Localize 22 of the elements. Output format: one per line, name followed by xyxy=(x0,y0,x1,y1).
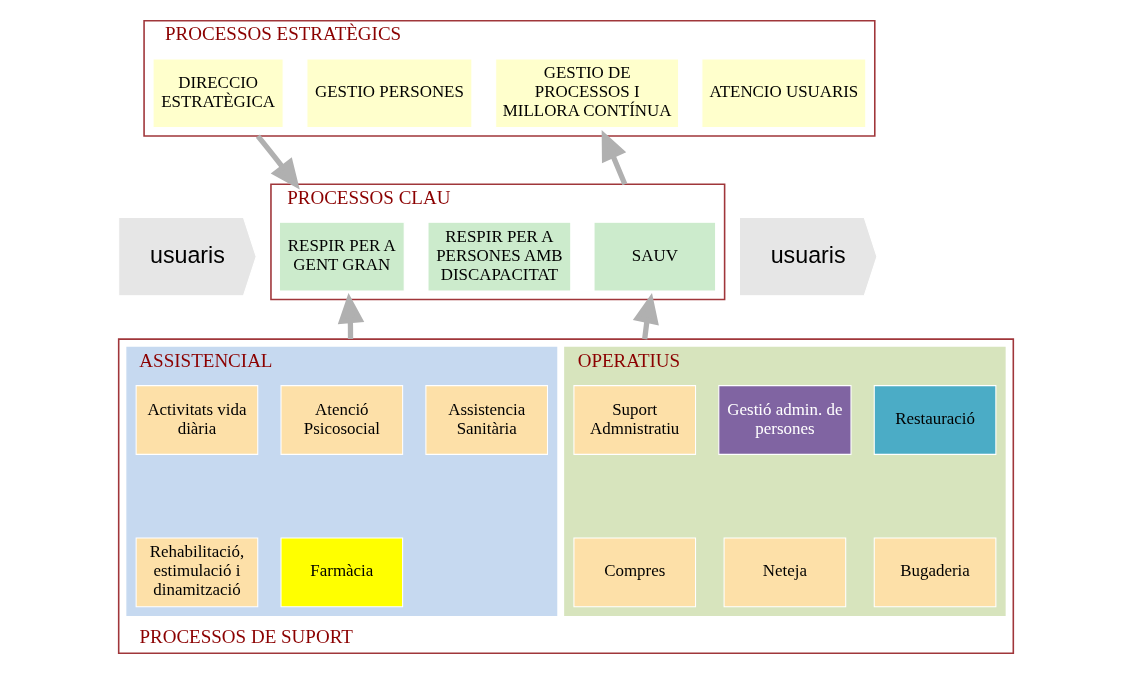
node-box: Assistencia Sanitària xyxy=(425,385,548,455)
arrow xyxy=(255,134,300,190)
node-box: Neteja xyxy=(723,537,847,608)
node-box: GESTIO DE PROCESSOS I MILLORA CONTÍNUA xyxy=(495,58,680,129)
arrow xyxy=(601,130,628,186)
node-box: SAUV xyxy=(593,221,717,292)
node-box: RESPIR PER A PERSONES AMB DISCAPACITAT xyxy=(427,221,572,292)
node-box: RESPIR PER A GENT GRAN xyxy=(278,221,405,292)
node-box: Compres xyxy=(573,537,697,608)
node-box: Farmàcia xyxy=(280,537,404,608)
arrow xyxy=(632,293,659,340)
node-box: Bugaderia xyxy=(873,537,997,608)
node-box: Gestió admin. de persones xyxy=(718,385,852,455)
node-box: DIRECCIO ESTRATÈGICA xyxy=(152,58,284,129)
node-box: GESTIO PERSONES xyxy=(306,58,473,129)
node-box: Activitats vida diària xyxy=(135,385,259,455)
node-box: Atenció Psicosocial xyxy=(280,385,404,455)
node-box: ATENCIO USUARIS xyxy=(701,58,867,129)
node-box: Rehabilitació, estimulació i dinamització xyxy=(135,537,259,608)
node-box: Suport Admnistratiu xyxy=(573,385,697,455)
node-box: Restauració xyxy=(873,385,997,455)
arrow xyxy=(337,292,365,340)
